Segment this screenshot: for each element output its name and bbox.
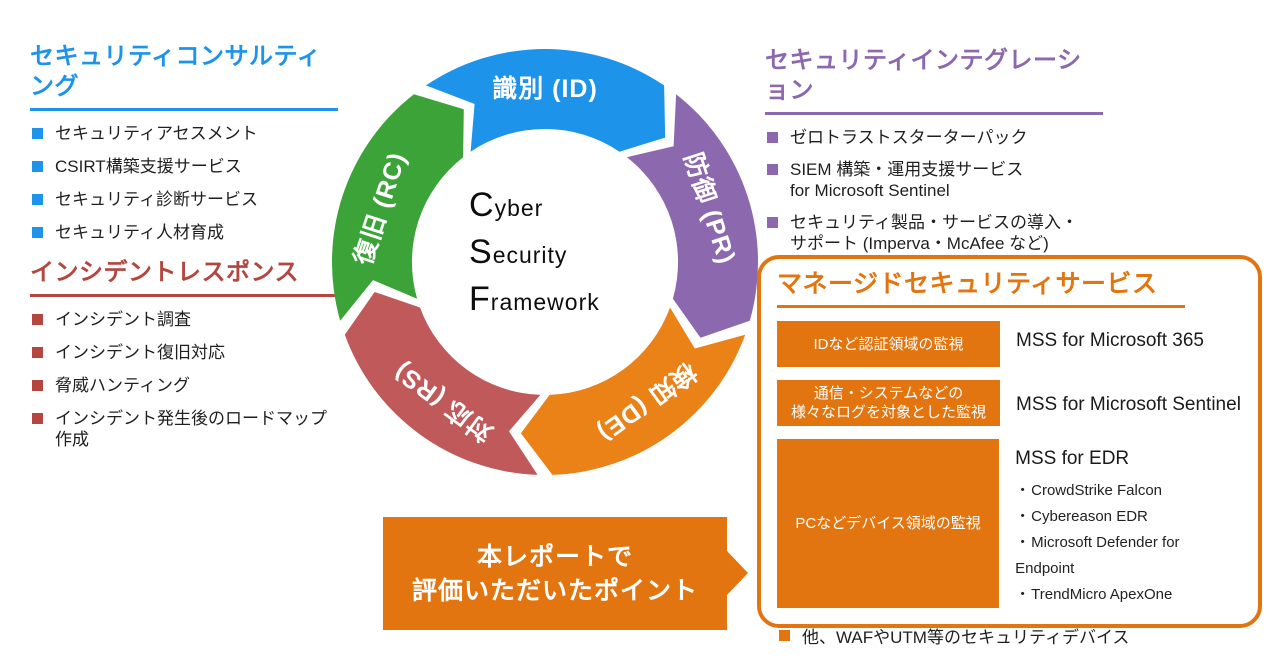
list-item-label: インシデント調査 (55, 310, 191, 329)
wheel-segment-identify (425, 48, 666, 152)
footnote-label: 他、WAFやUTM等のセキュリティデバイス (802, 628, 1130, 647)
section-title: セキュリティコンサルティング (30, 42, 338, 111)
security-consulting-section: セキュリティコンサルティング セキュリティアセスメント CSIRT構築支援サービ… (30, 42, 338, 255)
list-item: セキュリティアセスメント (30, 123, 338, 144)
bullet-square-icon (32, 413, 43, 424)
product-item: TrendMicro ApexOne (1015, 582, 1242, 608)
csf-line: Security (469, 233, 600, 280)
list-item: セキュリティ診断サービス (30, 189, 338, 210)
bullet-square-icon (32, 161, 43, 172)
consulting-list: セキュリティアセスメント CSIRT構築支援サービス セキュリティ診断サービス … (30, 123, 338, 243)
list-item: セキュリティ人材育成 (30, 222, 338, 243)
mss-service-name: MSS for Microsoft Sentinel (1016, 394, 1241, 415)
bullet-square-icon (32, 128, 43, 139)
list-item: インシデント発生後のロードマップ 作成 (30, 408, 338, 450)
section-title: セキュリティインテグレーション (765, 46, 1103, 115)
product-item: Microsoft Defender for Endpoint (1015, 530, 1242, 582)
section-title: マネージドセキュリティサービス (777, 269, 1185, 308)
list-item-label: 脅威ハンティング (55, 376, 190, 395)
mss-scope-label: IDなど認証領域の監視 (777, 321, 1000, 367)
mss-row: 通信・システムなどの 様々なログを対象とした監視 MSS for Microso… (777, 380, 1242, 426)
wheel-segment-detect (520, 307, 746, 475)
bullet-square-icon (32, 194, 43, 205)
csf-line: Framework (469, 280, 600, 327)
csf-line: Cyber (469, 186, 600, 233)
product-item: CrowdStrike Falcon (1015, 478, 1242, 504)
list-item-label: インシデント復旧対応 (55, 343, 225, 362)
bullet-square-icon (767, 217, 778, 228)
csf-wheel-diagram: 識別 (ID) 防御 (PR) 検知 (DE) 対応 (RS) 復旧 (RC) (331, 48, 759, 475)
callout-arrow-icon (727, 551, 748, 595)
wheel-segment-respond (344, 292, 541, 475)
csf-center-text: Cyber Security Framework (469, 186, 600, 327)
csf-initial: S (469, 233, 493, 271)
list-item-label: ゼロトラストスターターパック (790, 128, 1028, 147)
csf-rest: ecurity (492, 242, 568, 268)
mss-row-content: MSS for Microsoft 365 (1016, 321, 1204, 367)
mss-row-content: MSS for EDR CrowdStrike Falcon Cybereaso… (1015, 439, 1242, 608)
bullet-square-icon (32, 380, 43, 391)
mss-scope-label: 通信・システムなどの 様々なログを対象とした監視 (777, 380, 1000, 426)
mss-product-list: CrowdStrike Falcon Cybereason EDR Micros… (1015, 478, 1242, 608)
managed-security-panel: マネージドセキュリティサービス IDなど認証領域の監視 MSS for Micr… (757, 255, 1262, 647)
list-item-label: インシデント発生後のロードマップ 作成 (55, 409, 327, 449)
segment-label-identify: 識別 (ID) (492, 75, 598, 103)
wheel-segment-protect (626, 94, 759, 338)
list-item: セキュリティ製品・サービスの導入・ サポート (Imperva・McAfee な… (765, 212, 1103, 254)
list-item-label: セキュリティ製品・サービスの導入・ サポート (Imperva・McAfee な… (790, 213, 1078, 253)
bullet-square-icon (767, 164, 778, 175)
integration-list: ゼロトラストスターターパック SIEM 構築・運用支援サービス for Micr… (765, 127, 1103, 254)
bullet-square-icon (32, 227, 43, 238)
bullet-square-icon (779, 630, 790, 641)
callout-line: 評価いただいたポイント (411, 576, 698, 605)
mss-service-name: MSS for Microsoft 365 (1016, 330, 1204, 351)
callout-line: 本レポートで (476, 542, 633, 571)
csf-initial: C (469, 186, 495, 224)
incident-response-section: インシデントレスポンス インシデント調査 インシデント復旧対応 脅威ハンティング… (30, 258, 338, 462)
list-item-label: CSIRT構築支援サービス (55, 157, 242, 176)
csf-rest: ramework (490, 289, 600, 315)
mss-service-name: MSS for EDR (1015, 448, 1130, 469)
list-item: インシデント復旧対応 (30, 342, 338, 363)
wheel-segment-recover (331, 94, 464, 321)
mss-scope-label: PCなどデバイス領域の監視 (777, 439, 1000, 608)
bullet-square-icon (767, 132, 778, 143)
list-item: CSIRT構築支援サービス (30, 156, 338, 177)
section-title: インシデントレスポンス (30, 258, 338, 297)
list-item: インシデント調査 (30, 309, 338, 330)
mss-row: PCなどデバイス領域の監視 MSS for EDR CrowdStrike Fa… (777, 439, 1242, 608)
list-item-label: SIEM 構築・運用支援サービス for Microsoft Sentinel (790, 160, 1024, 200)
list-item-label: セキュリティ診断サービス (55, 190, 258, 209)
list-item: 脅威ハンティング (30, 375, 338, 396)
report-callout-box: 本レポートで 評価いただいたポイント (383, 517, 727, 630)
csf-initial: F (469, 280, 491, 318)
mss-row-content: MSS for Microsoft Sentinel (1016, 380, 1241, 426)
list-item: ゼロトラストスターターパック (765, 127, 1103, 148)
list-item-label: セキュリティアセスメント (55, 124, 258, 143)
incident-list: インシデント調査 インシデント復旧対応 脅威ハンティング インシデント発生後のロ… (30, 309, 338, 450)
product-item: Cybereason EDR (1015, 504, 1242, 530)
list-item: SIEM 構築・運用支援サービス for Microsoft Sentinel (765, 159, 1103, 201)
csf-rest: yber (494, 195, 544, 221)
bullet-square-icon (32, 347, 43, 358)
security-integration-section: セキュリティインテグレーション ゼロトラストスターターパック SIEM 構築・運… (765, 46, 1103, 265)
list-item-label: セキュリティ人材育成 (55, 223, 224, 242)
mss-row: IDなど認証領域の監視 MSS for Microsoft 365 (777, 321, 1242, 367)
bullet-square-icon (32, 314, 43, 325)
mss-footnote: 他、WAFやUTM等のセキュリティデバイス (777, 623, 1242, 648)
